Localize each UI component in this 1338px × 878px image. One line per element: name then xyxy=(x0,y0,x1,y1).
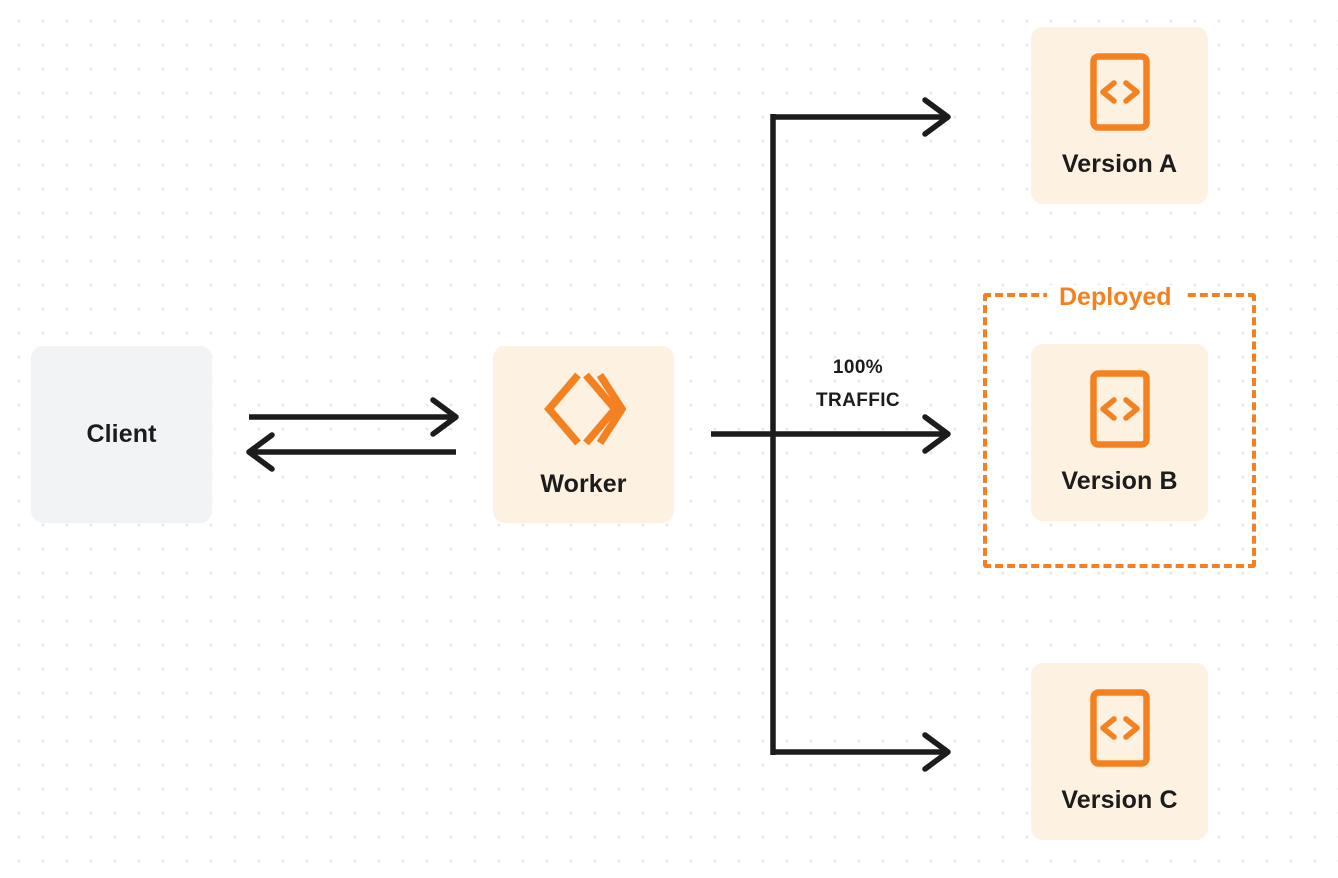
node-client[interactable]: Client xyxy=(31,346,212,523)
traffic-label: 100% TRAFFIC xyxy=(760,352,956,417)
arrow-client-to-worker xyxy=(249,397,459,437)
node-worker[interactable]: Worker xyxy=(493,346,674,523)
arrow-to-version-c xyxy=(771,732,951,772)
arrow-worker-to-client xyxy=(246,432,456,472)
node-version-b[interactable]: Version B xyxy=(1031,344,1208,521)
arrow-to-version-a xyxy=(771,97,951,137)
deployed-badge: Deployed xyxy=(1047,285,1184,310)
node-version-a[interactable]: Version A xyxy=(1031,27,1208,204)
arrow-to-version-b xyxy=(711,414,951,454)
traffic-word: TRAFFIC xyxy=(815,389,901,411)
node-worker-label: Worker xyxy=(540,470,627,498)
code-brackets-icon xyxy=(1089,688,1151,768)
node-version-c[interactable]: Version C xyxy=(1031,663,1208,840)
node-client-label: Client xyxy=(86,420,157,448)
node-version-a-label: Version A xyxy=(1061,150,1178,178)
code-brackets-icon xyxy=(1089,369,1151,449)
node-version-b-label: Version B xyxy=(1061,467,1178,495)
cloudflare-workers-logo-icon xyxy=(542,370,626,448)
code-brackets-icon xyxy=(1089,52,1151,132)
node-version-c-label: Version C xyxy=(1061,786,1178,814)
traffic-percent: 100% xyxy=(832,357,884,378)
